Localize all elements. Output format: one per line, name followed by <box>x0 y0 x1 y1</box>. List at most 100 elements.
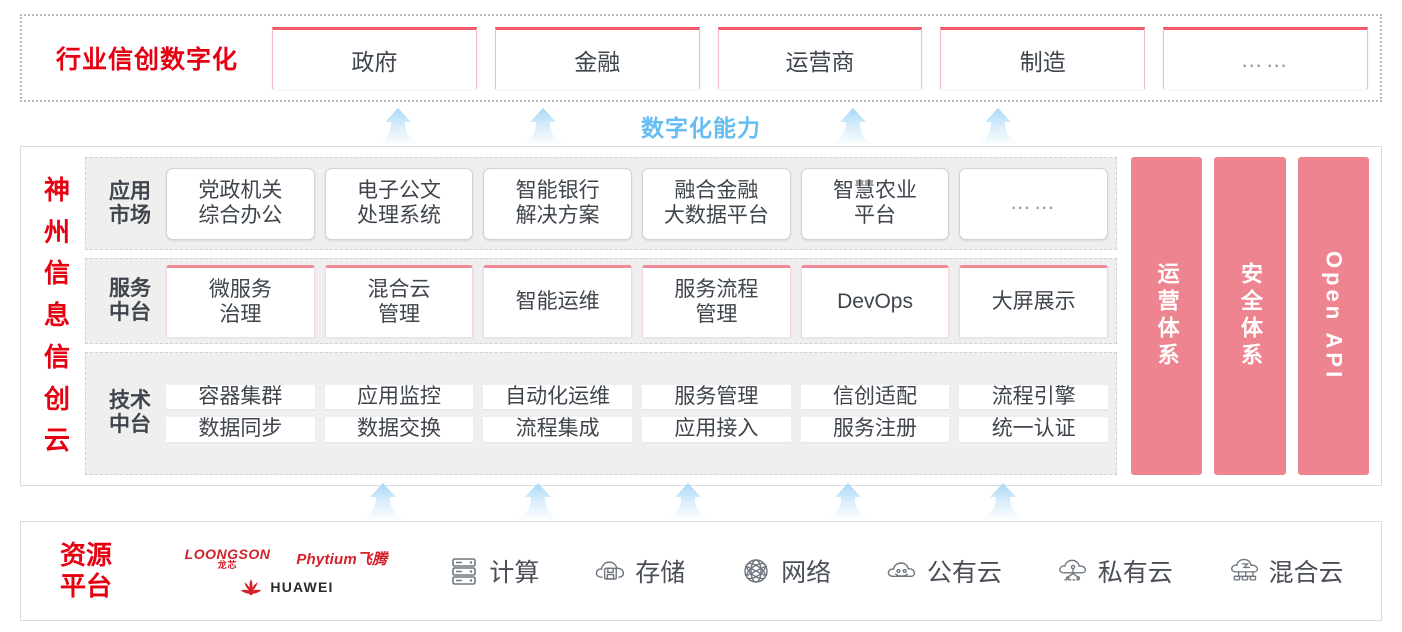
phytium-logo: Phytium飞腾 <box>296 550 388 568</box>
resource-item-list: 计算 存储 网络 公有云 私有云 <box>421 553 1381 589</box>
cloud-cell-2-1-2[interactable]: 混合云 管理 <box>324 265 474 338</box>
cloud-title-char-4: 息 <box>43 300 70 330</box>
capability-arrow-3 <box>825 107 881 147</box>
vertical-bar-list: 运营体系 安全体系 Open API <box>1117 157 1369 475</box>
cloud-cell-3-1-3[interactable]: 自动化运维 <box>483 384 633 410</box>
resource-item-6[interactable]: 混合云 <box>1228 553 1344 589</box>
resource-item-label-6: 混合云 <box>1268 559 1344 587</box>
vertical-bar-2[interactable]: 安全体系 <box>1214 157 1286 475</box>
cloud-cell-1-1-4[interactable]: 融合金融 大数据平台 <box>642 167 791 240</box>
cloud-tier-list: 应用 市场党政机关 综合办公电子公文 处理系统智能银行 解决方案融合金融 大数据… <box>85 157 1117 475</box>
resource-platform-title: 资源 平台 <box>59 540 112 601</box>
vertical-bar-1[interactable]: 运营体系 <box>1131 157 1203 475</box>
cloud-tier-row-2: 数据同步数据交换流程集成应用接入服务注册统一认证 <box>166 417 1109 443</box>
cloud-cell-2-1-4[interactable]: 服务流程 管理 <box>642 265 791 338</box>
cloud-title-char-3: 信 <box>43 258 70 289</box>
cloud-cell-1-1-3[interactable]: 智能银行 解决方案 <box>483 167 633 240</box>
capability-label: 数字化能力 <box>641 115 761 141</box>
resource-item-label-4: 公有云 <box>926 559 1002 587</box>
cloud-cell-2-1-5[interactable]: DevOps <box>800 265 950 338</box>
cloud-title-char-2: 州 <box>43 216 70 247</box>
cloud-tier-row-1: 党政机关 综合办公电子公文 处理系统智能银行 解决方案融合金融 大数据平台智慧农… <box>166 167 1109 240</box>
resource-item-5[interactable]: 私有云 <box>1057 553 1173 589</box>
industry-card-2[interactable]: 金融 <box>494 27 700 89</box>
cloud-cell-3-2-6[interactable]: 统一认证 <box>959 417 1109 443</box>
industry-band: 行业信创数字化 政府金融运营商制造…… <box>20 14 1382 102</box>
private-cloud-icon <box>1058 559 1086 581</box>
cloud-tier-grid-3: 容器集群应用监控自动化运维服务管理信创适配流程引擎数据同步数据交换流程集成应用接… <box>166 384 1109 443</box>
cloud-tier-label-3: 技术 中台 <box>109 389 151 437</box>
huawei-logo: HUAWEI <box>238 578 333 596</box>
resource-arrow-1 <box>355 482 411 522</box>
resource-item-2[interactable]: 存储 <box>594 553 685 589</box>
cloud-cell-2-1-3[interactable]: 智能运维 <box>483 265 633 338</box>
network-mesh-icon <box>744 559 768 583</box>
cloud-cell-3-2-2[interactable]: 数据交换 <box>324 417 474 443</box>
cloud-cell-1-1-2[interactable]: 电子公文 处理系统 <box>324 167 474 240</box>
loongson-logo-en: LOONGSON <box>184 545 271 562</box>
resource-item-3[interactable]: 网络 <box>740 553 831 589</box>
cloud-platform-band: 神州信息信创云 应用 市场党政机关 综合办公电子公文 处理系统智能银行 解决方案… <box>20 146 1382 486</box>
vertical-bar-label-3: Open API <box>1321 250 1347 382</box>
cloud-cell-3-1-5[interactable]: 信创适配 <box>800 384 950 410</box>
resource-item-label-1: 计算 <box>489 559 540 587</box>
cloud-cell-3-1-1[interactable]: 容器集群 <box>166 384 315 410</box>
capability-arrow-row: 数字化能力 <box>0 103 1402 147</box>
cloud-cell-3-2-1[interactable]: 数据同步 <box>166 417 315 443</box>
cloud-cell-2-1-1[interactable]: 微服务 治理 <box>166 265 315 338</box>
cloud-tier-row-1: 容器集群应用监控自动化运维服务管理信创适配流程引擎 <box>166 384 1109 410</box>
cloud-title-char-5: 信 <box>43 341 70 372</box>
loongson-logo-cn: 龙芯 <box>217 559 238 570</box>
cloud-cell-1-1-5[interactable]: 智慧农业 平台 <box>800 167 950 240</box>
vendor-logo-row-2: HUAWEI <box>238 578 333 596</box>
cloud-cell-3-1-2[interactable]: 应用监控 <box>324 384 474 410</box>
huawei-logo-text: HUAWEI <box>270 578 334 595</box>
cloud-cell-1-1-6[interactable]: …… <box>959 167 1109 240</box>
industry-card-4[interactable]: 制造 <box>940 27 1146 89</box>
huawei-flower-icon <box>241 578 262 595</box>
cloud-cell-3-2-5[interactable]: 服务注册 <box>800 417 950 443</box>
industry-card-3[interactable]: 运营商 <box>717 27 923 89</box>
industry-card-1[interactable]: 政府 <box>272 27 477 89</box>
hybrid-cloud-icon <box>1230 558 1258 581</box>
resource-arrow-row <box>0 483 1402 522</box>
resource-arrow-3 <box>660 482 716 522</box>
cloud-cell-3-2-3[interactable]: 流程集成 <box>483 417 633 443</box>
resource-arrow-2 <box>510 482 566 522</box>
resource-item-label-3: 网络 <box>781 559 832 587</box>
vertical-bar-label-2: 安全体系 <box>1237 262 1263 370</box>
cloud-tier-1: 应用 市场党政机关 综合办公电子公文 处理系统智能银行 解决方案融合金融 大数据… <box>85 157 1117 251</box>
resource-item-1[interactable]: 计算 <box>448 553 539 589</box>
vertical-bar-label-1: 运营体系 <box>1154 262 1180 370</box>
cloud-tier-label-1: 应用 市场 <box>109 179 151 227</box>
cloud-cell-2-1-6[interactable]: 大屏展示 <box>959 265 1109 338</box>
cloud-storage-icon <box>595 561 625 580</box>
server-icon <box>452 558 477 585</box>
resource-arrow-5 <box>975 482 1031 522</box>
cloud-cell-1-1-1[interactable]: 党政机关 综合办公 <box>166 167 315 240</box>
capability-arrow-4 <box>970 107 1026 147</box>
resource-arrow-4 <box>820 482 876 522</box>
cloud-title-char-6: 创 <box>43 383 70 414</box>
industry-card-5[interactable]: …… <box>1163 27 1368 89</box>
cloud-title-char-1: 神 <box>43 174 70 205</box>
cloud-platform-title: 神州信息信创云 <box>29 157 85 475</box>
capability-arrow-2 <box>515 107 571 147</box>
resource-item-4[interactable]: 公有云 <box>886 553 1002 589</box>
resource-item-label-2: 存储 <box>635 559 686 587</box>
cloud-cell-3-1-6[interactable]: 流程引擎 <box>959 384 1109 410</box>
vertical-bar-3[interactable]: Open API <box>1297 157 1369 475</box>
industry-card-list: 政府金融运营商制造 …… <box>272 27 1380 89</box>
cloud-tier-label-2: 服务 中台 <box>109 276 151 325</box>
cloud-cell-3-1-4[interactable]: 服务管理 <box>642 384 791 410</box>
public-cloud-icon <box>887 562 916 578</box>
cloud-cell-3-2-4[interactable]: 应用接入 <box>642 417 791 443</box>
cloud-tier-3: 技术 中台容器集群应用监控自动化运维服务管理信创适配流程引擎数据同步数据交换流程… <box>85 351 1117 475</box>
